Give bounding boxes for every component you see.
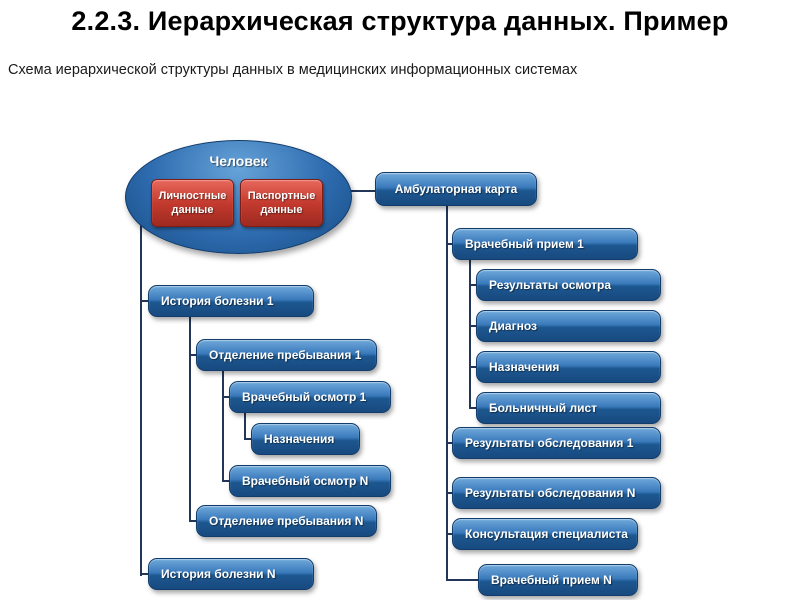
connector-line	[189, 317, 191, 522]
node-history-1: История болезни 1	[148, 285, 314, 317]
connector-line	[446, 442, 452, 444]
connector-line	[244, 438, 251, 440]
node-exam-1: Врачебный осмотр 1	[229, 381, 391, 413]
node-sick-leave: Больничный лист	[476, 392, 661, 424]
connector-line	[189, 354, 196, 356]
connector-line	[469, 325, 476, 327]
connector-line	[469, 260, 471, 409]
connector-line	[469, 407, 476, 409]
connector-line	[446, 206, 448, 581]
node-ambulatory-card: Амбулаторная карта	[375, 172, 537, 206]
node-test-results-n: Результаты обследования N	[452, 477, 661, 509]
page-title: 2.2.3. Иерархическая структура данных. П…	[71, 6, 729, 36]
connector-line	[140, 224, 142, 576]
connector-line	[140, 573, 148, 575]
connector-line	[469, 284, 476, 286]
node-visit-1: Врачебный прием 1	[452, 228, 638, 260]
connector-line	[469, 366, 476, 368]
connector-line	[222, 480, 229, 482]
connector-line	[446, 533, 452, 535]
node-prescriptions-left: Назначения	[251, 423, 360, 455]
node-dept-n: Отделение пребывания N	[196, 505, 377, 537]
node-exam-n: Врачебный осмотр N	[229, 465, 391, 497]
connector-line	[446, 492, 452, 494]
connector-line	[244, 413, 246, 440]
node-exam-results: Результаты осмотра	[476, 269, 661, 301]
connector-line	[189, 520, 196, 522]
connector-line	[222, 371, 224, 482]
node-personal-data: Личностные данные	[151, 179, 234, 227]
node-person-label: Человек	[209, 153, 268, 169]
node-history-n: История болезни N	[148, 558, 314, 590]
connector-line	[222, 396, 229, 398]
slide-subtitle: Схема иерархической структуры данных в м…	[8, 62, 578, 78]
node-dept-1: Отделение пребывания 1	[196, 339, 377, 371]
node-prescriptions-right: Назначения	[476, 351, 661, 383]
node-test-results-1: Результаты обследования 1	[452, 427, 661, 459]
connector-line	[446, 243, 452, 245]
connector-line	[140, 300, 148, 302]
connector-line	[446, 579, 478, 581]
connector-line	[348, 190, 375, 192]
node-diagnosis: Диагноз	[476, 310, 661, 342]
node-visit-n: Врачебный прием N	[478, 564, 638, 596]
node-consultation: Консультация специалиста	[452, 518, 638, 550]
node-person: Человек Личностные данные Паспортные дан…	[125, 140, 352, 254]
node-passport-data: Паспортные данные	[240, 179, 323, 227]
